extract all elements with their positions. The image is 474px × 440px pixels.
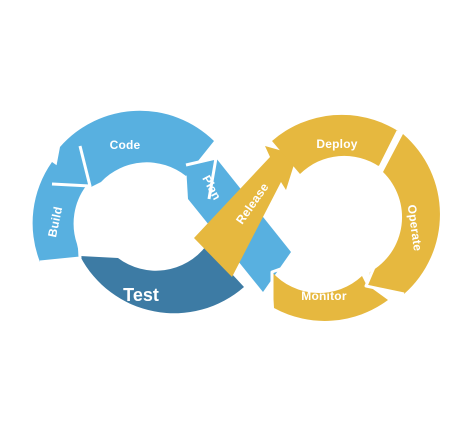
segment-code	[53, 110, 214, 187]
segment-operate	[366, 134, 440, 294]
segment-deploy	[272, 114, 398, 174]
label-test: Test	[123, 285, 159, 305]
label-deploy: Deploy	[316, 137, 357, 151]
label-build: Build	[45, 205, 65, 238]
segment-separators	[39, 130, 405, 308]
label-code: Code	[110, 138, 141, 152]
label-operate: Operate	[405, 204, 425, 252]
segment-build	[32, 162, 86, 262]
label-monitor: Monitor	[301, 289, 347, 303]
segment-monitor	[272, 272, 388, 321]
segment-test	[80, 246, 244, 314]
segment-release	[194, 146, 297, 277]
